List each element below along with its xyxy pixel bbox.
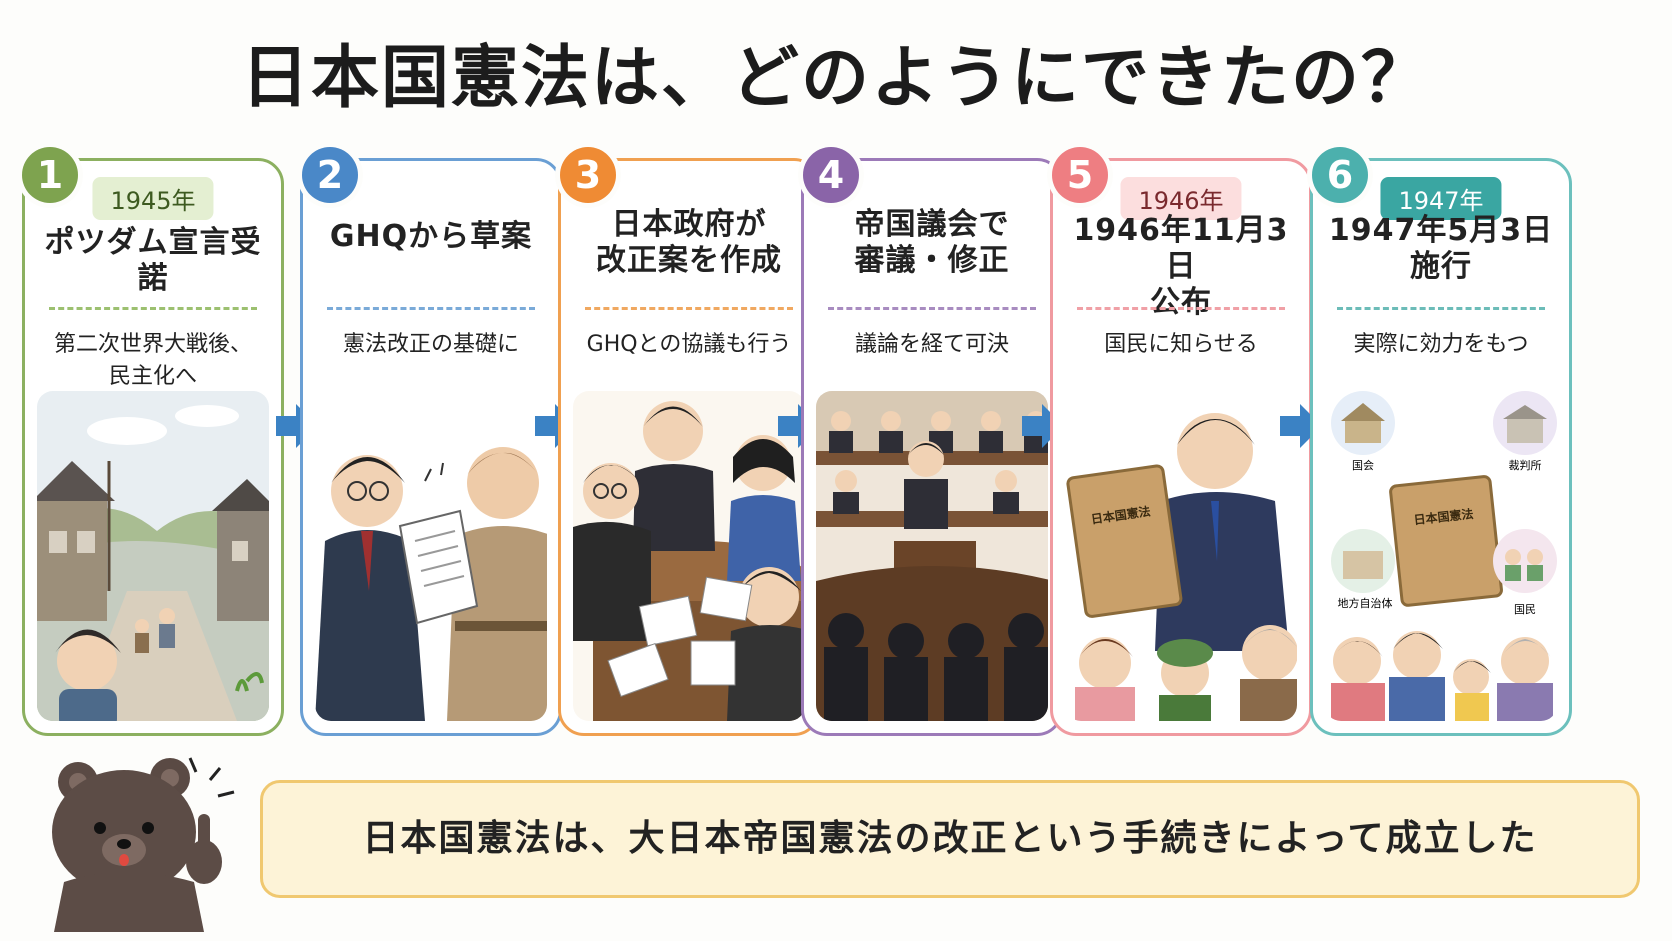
step-card-4: 帝国議会で審議・修正 議論を経て可決 <box>801 158 1063 736</box>
bear-mascot-icon <box>52 757 235 932</box>
step-title: 1947年5月3日施行 <box>1328 213 1554 284</box>
arrow-right-icon <box>1022 404 1064 448</box>
year-badge: 1946年 <box>1120 177 1242 220</box>
step-description: GHQとの協議も行う <box>586 332 792 357</box>
step-description: 国民に知らせる <box>1104 332 1258 357</box>
arrow-right-icon <box>535 404 577 448</box>
year-badge: 1945年 <box>92 177 214 220</box>
summary-box: 日本国憲法は、大日本帝国憲法の改正という手続きによって成立した <box>260 780 1640 898</box>
step-card-5: 1946年 1946年11月3日公布 国民に知らせる 日本国憲法 <box>1050 158 1312 736</box>
step-number-5: 5 <box>1052 147 1108 203</box>
constitution-book: 日本国憲法 <box>1389 475 1503 607</box>
court-label: 裁判所 <box>1509 459 1542 472</box>
divider <box>1337 307 1545 310</box>
arrow-right-icon <box>778 404 820 448</box>
imperial-diet-session-illustration <box>816 391 1048 721</box>
divider <box>1077 307 1285 310</box>
book-title: 日本国憲法 <box>1413 506 1474 527</box>
step-description: 憲法改正の基礎に <box>342 332 519 357</box>
step-card-1: 1945年 ポツダム宣言受諾 第二次世界大戦後、民主化へ <box>22 158 284 736</box>
divider <box>828 307 1036 310</box>
step-title: 帝国議会で審議・修正 <box>854 207 1010 278</box>
people-label: 国民 <box>1514 603 1536 616</box>
local-government-label: 地方自治体 <box>1338 596 1393 610</box>
page-title: 日本国憲法は、どのようにできたの？ <box>240 39 1431 118</box>
government-meeting-illustration <box>573 391 805 721</box>
step-number-1: 1 <box>22 147 78 203</box>
divider <box>585 307 793 310</box>
ghq-draft-handover-illustration <box>315 391 547 721</box>
step-description: 実際に効力をもつ <box>1353 332 1529 357</box>
step-title: ポツダム宣言受諾 <box>44 225 262 296</box>
step-title: 1946年11月3日公布 <box>1073 213 1289 320</box>
step-title: GHQから草案 <box>329 219 533 254</box>
diet-label: 国会 <box>1352 459 1374 472</box>
year-badge: 1947年 <box>1380 177 1502 220</box>
step-title: 日本政府が改正案を作成 <box>596 207 782 278</box>
step-number-6: 6 <box>1312 147 1368 203</box>
postwar-town-illustration <box>37 391 269 721</box>
constitution-book: 日本国憲法 <box>1066 464 1183 618</box>
step-number-3: 3 <box>560 147 616 203</box>
step-number-2: 2 <box>302 147 358 203</box>
step-card-2: GHQから草案 憲法改正の基礎に <box>300 158 562 736</box>
step-description: 議論を経て可決 <box>854 332 1009 357</box>
arrow-right-icon <box>1280 404 1322 448</box>
step-card-6: 1947年 1947年5月3日施行 実際に効力をもつ 国会 裁判所 日本国憲法 … <box>1310 158 1572 736</box>
promulgation-illustration: 日本国憲法 <box>1065 391 1297 721</box>
divider <box>327 307 535 310</box>
step-card-3: 日本政府が改正案を作成 GHQとの協議も行う <box>558 158 820 736</box>
step-description: 第二次世界大戦後、民主化へ <box>53 332 252 389</box>
enforcement-illustration: 国会 裁判所 日本国憲法 地方自治体 国民 <box>1325 391 1557 721</box>
divider <box>49 307 257 310</box>
step-number-4: 4 <box>803 147 859 203</box>
arrow-right-icon <box>276 404 318 448</box>
